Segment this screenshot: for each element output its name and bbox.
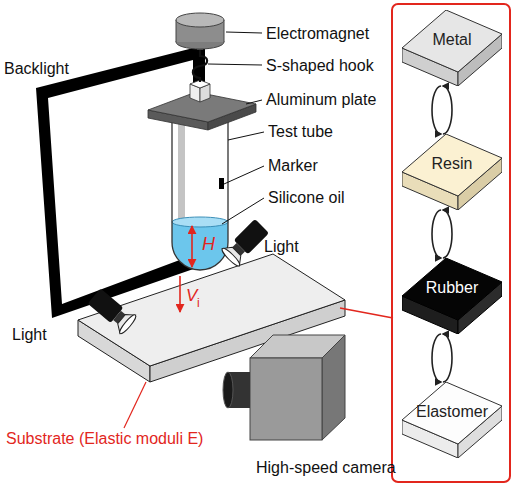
tube-inner-band (178, 122, 185, 226)
material-plate: Elastomer (402, 382, 502, 458)
camera-right-face (322, 335, 345, 440)
cycle-arc (443, 334, 452, 382)
plate-top-face (402, 10, 502, 72)
part-label: i (197, 296, 200, 310)
material-name: Resin (402, 154, 502, 174)
test-tube-outline (172, 122, 228, 270)
exchange-arrow (432, 86, 452, 134)
material-plate: Rubber (402, 258, 502, 334)
leader-line (208, 64, 262, 65)
part-label: S-shaped hook (266, 57, 374, 75)
part-label: Aluminum plate (266, 91, 376, 109)
electromagnet-side (176, 20, 177, 42)
part-label: Light (12, 326, 47, 344)
right-light (220, 218, 270, 268)
part-label: Light (264, 238, 299, 256)
part-label: H (202, 234, 215, 254)
materials-panel (392, 4, 510, 482)
leader-line (226, 32, 262, 33)
plate-top-face (402, 258, 502, 320)
leader-line (224, 166, 264, 184)
s-shaped-hook (193, 48, 207, 82)
part-label: Backlight (4, 60, 69, 78)
part-label: Electromagnet (266, 25, 369, 43)
left-light (86, 287, 137, 336)
part-label: Test tube (268, 123, 333, 141)
exchange-arrow (432, 210, 452, 258)
velocity-arrow (179, 276, 181, 312)
part-label: Silicone oil (268, 189, 344, 207)
oil-surface (172, 217, 228, 227)
material-plate: Resin (402, 134, 502, 210)
cycle-arc (432, 334, 441, 382)
electromagnet-side (224, 20, 225, 42)
panel-connector (340, 308, 393, 318)
material-plate: Metal (402, 10, 502, 86)
plate-top-face (402, 382, 502, 444)
tube-marker (219, 178, 224, 189)
leader-line (228, 132, 264, 140)
material-name: Metal (402, 30, 502, 50)
backlight-frame (36, 45, 205, 318)
part-label: V (186, 286, 197, 305)
cycle-arc (432, 210, 441, 258)
leader-line (246, 100, 262, 104)
light-lens (220, 247, 241, 268)
light-lens (118, 313, 138, 335)
part-label: Substrate (Elastic moduli E) (6, 430, 203, 448)
camera-lens-front (223, 372, 233, 408)
cycle-arc (443, 210, 452, 258)
material-name: Elastomer (402, 402, 502, 422)
material-name: Rubber (402, 278, 502, 298)
height-arrow (191, 226, 193, 267)
leader-line (222, 198, 264, 224)
substrate-top-face (78, 254, 345, 366)
cycle-arc (443, 86, 452, 134)
part-label: High-speed camera (256, 459, 396, 477)
exchange-arrow (432, 334, 452, 382)
substrate-leader (124, 382, 146, 428)
camera-front-face (250, 358, 322, 440)
part-label: Marker (268, 157, 318, 175)
plate-top-face (402, 134, 502, 196)
test-tube-body (172, 122, 228, 270)
electromagnet-top (176, 13, 224, 27)
cycle-arc (432, 86, 441, 134)
